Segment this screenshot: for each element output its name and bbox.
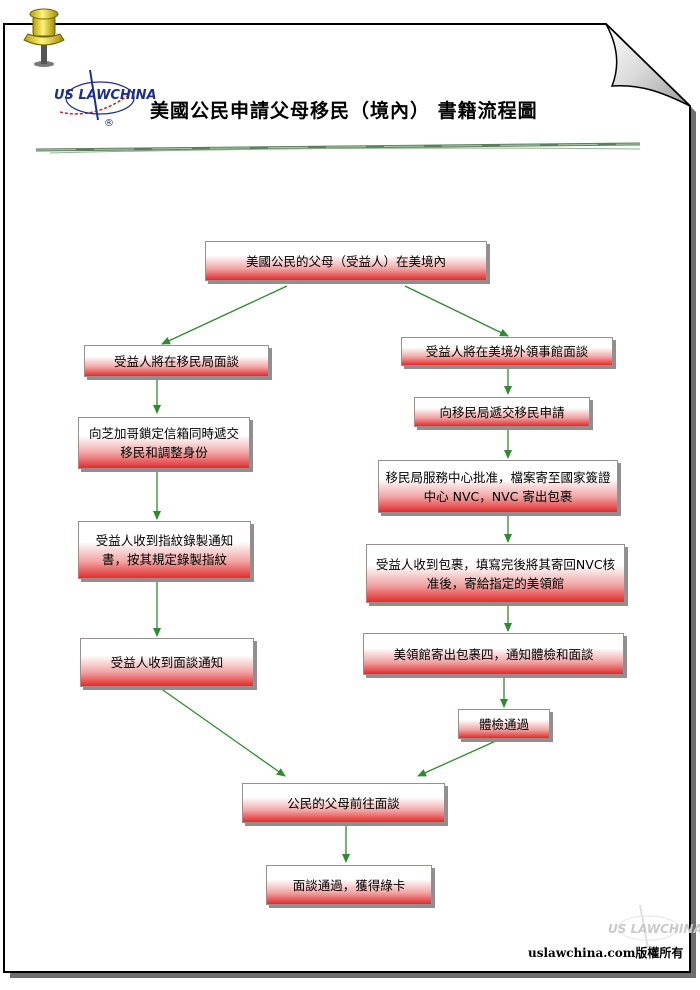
flow-node-text: 向芝加哥鎖定信箱同時遞交移民和調整身份 bbox=[88, 426, 239, 460]
flow-node-right-1: 受益人將在美境外領事館面談 bbox=[401, 337, 613, 366]
flow-node-text: 移民局服務中心批准，檔案寄至國家簽證中心 NVC，NVC 寄出包裹 bbox=[385, 469, 611, 504]
flow-node-right-3: 移民局服務中心批准，檔案寄至國家簽證中心 NVC，NVC 寄出包裹 bbox=[378, 460, 618, 513]
flow-node-end: 面談通過，獲得綠卡 bbox=[266, 865, 432, 905]
flow-node-text: 面談通過，獲得綠卡 bbox=[292, 877, 406, 893]
flow-node-left-1: 受益人將在移民局面談 bbox=[84, 345, 269, 377]
arrow-right-to-merge bbox=[417, 739, 499, 777]
logo-registered-mark: ® bbox=[104, 118, 114, 129]
flow-node-right-5: 美領館寄出包裹四，通知體檢和面談 bbox=[363, 633, 624, 675]
logo-text: US LAWCHINA bbox=[54, 88, 157, 103]
arrow-start-to-right bbox=[404, 285, 509, 337]
uslawchina-logo-icon bbox=[59, 69, 135, 121]
flow-node-left-2: 向芝加哥鎖定信箱同時遞交移民和調整身份 bbox=[78, 417, 250, 469]
watermark-logo-icon bbox=[617, 904, 679, 949]
flow-node-right-4: 受益人收到包裹，填寫完後將其寄回NVC核准後，寄給指定的美領館 bbox=[366, 544, 625, 603]
flow-node-text: 公民的父母前往面談 bbox=[287, 795, 400, 811]
flow-node-right-6: 體檢通過 bbox=[458, 709, 550, 739]
flow-node-text: 受益人收到面談通知 bbox=[110, 655, 224, 670]
arrow-left-to-merge bbox=[159, 687, 286, 777]
flow-node-text: 受益人將在移民局面談 bbox=[113, 353, 239, 369]
flow-node-text: 體檢通過 bbox=[478, 716, 529, 732]
flow-node-merge: 公民的父母前往面談 bbox=[242, 783, 445, 823]
flow-node-text: 向移民局遞交移民申請 bbox=[439, 404, 565, 420]
flow-node-text: 美領館寄出包裹四，通知體檢和面談 bbox=[393, 646, 594, 662]
pushpin-icon bbox=[23, 8, 65, 67]
arrow-start-to-left bbox=[161, 285, 288, 345]
flow-node-start: 美國公民的父母（受益人）在美境內 bbox=[205, 241, 487, 281]
flow-node-left-4: 受益人收到面談通知 bbox=[80, 638, 254, 687]
flow-node-right-2: 向移民局遞交移民申請 bbox=[414, 397, 590, 427]
copyright-notice: uslawchina.com版權所有 bbox=[528, 946, 684, 960]
flow-node-left-3: 受益人收到指紋錄製通知書，按其規定錄製指紋 bbox=[78, 521, 251, 579]
page-title: 美國公民申請父母移民（境內） 書籍流程圖 bbox=[150, 100, 538, 122]
flow-node-text: 美國公民的父母（受益人）在美境內 bbox=[245, 253, 446, 269]
header-divider-icon bbox=[35, 142, 641, 154]
flow-node-text: 受益人收到指紋錄製通知書，按其規定錄製指紋 bbox=[95, 533, 234, 567]
flow-node-text: 受益人收到包裹，填寫完後將其寄回NVC核准後，寄給指定的美領館 bbox=[375, 556, 616, 591]
watermark-text: US LAWCHINA bbox=[608, 922, 700, 936]
flow-node-text: 受益人將在美境外領事館面談 bbox=[425, 344, 589, 359]
flow-arrows bbox=[153, 285, 512, 863]
